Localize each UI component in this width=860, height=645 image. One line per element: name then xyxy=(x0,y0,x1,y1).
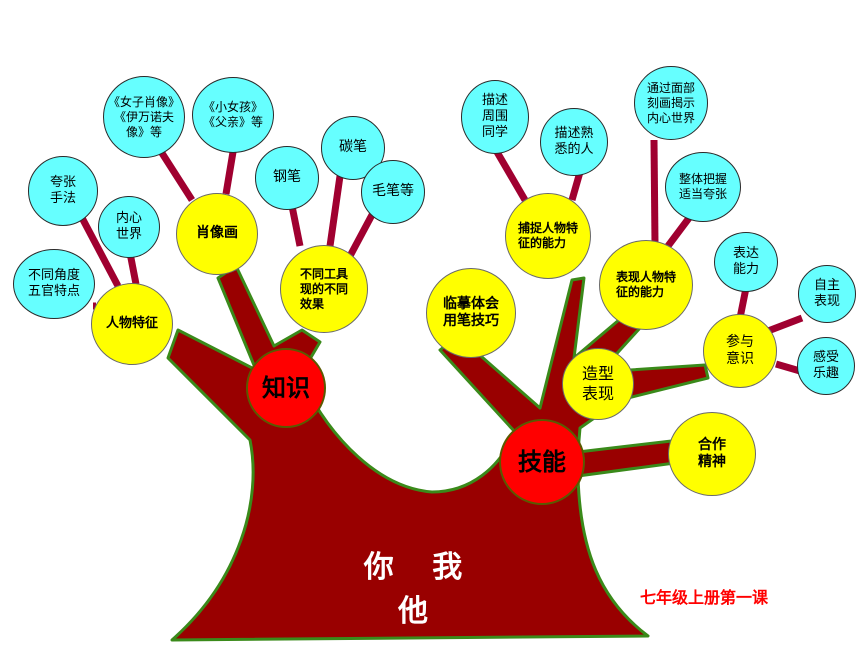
trunk-label: 你 我 他 xyxy=(363,550,477,629)
hub-skill: 技能 xyxy=(499,419,585,505)
leaf-works-2: 《小女孩》 《父亲》等 xyxy=(192,77,274,153)
node-cooperation: 合作 精神 xyxy=(668,412,756,496)
stick-works2 xyxy=(222,151,237,195)
stick-convey xyxy=(736,287,750,319)
leaf-angles-features: 不同角度 五官特点 xyxy=(13,249,95,319)
leaf-exaggerate: 夸张 手法 xyxy=(28,156,98,226)
leaf-grasp-exaggerate: 整体把握 适当夸张 xyxy=(665,152,741,222)
node-participation: 参与 意识 xyxy=(703,314,777,388)
node-express-ability: 表现人物特 征的能力 xyxy=(599,240,693,330)
stick-brush xyxy=(346,211,377,258)
lesson-label: 七年级上册第一课 xyxy=(640,588,769,607)
node-people-features: 人物特征 xyxy=(91,283,173,365)
stick-self-express xyxy=(766,314,804,335)
leaf-inner-world: 内心 世界 xyxy=(98,196,160,258)
leaf-reveal-inner: 通过面部 刻画揭示 内心世界 xyxy=(634,66,708,140)
leaf-brush: 毛笔等 xyxy=(361,160,425,224)
node-shape-expression: 造型 表现 xyxy=(562,348,634,420)
stick-exaggerate xyxy=(76,212,122,288)
stick-describe-classmates xyxy=(493,150,529,202)
stick-reveal xyxy=(650,139,659,245)
stick-pen xyxy=(288,205,304,247)
stick-feel xyxy=(775,360,801,375)
leaf-describe-familiar: 描述熟 悉的人 xyxy=(540,108,608,176)
connector-sticks xyxy=(76,139,804,375)
stick-grasp xyxy=(665,215,692,249)
stick-works1 xyxy=(157,148,195,202)
leaf-self-expression: 自主 表现 xyxy=(798,265,856,323)
leaf-convey-ability: 表达 能力 xyxy=(714,232,778,292)
node-copy-technique: 临摹体会 用笔技巧 xyxy=(426,268,516,358)
leaf-feel-fun: 感受 乐趣 xyxy=(797,337,855,395)
stick-describe-familiar xyxy=(568,171,584,201)
leaf-works-1: 《女子肖像》 《伊万诺夫 像》等 xyxy=(103,76,185,158)
stick-charcoal xyxy=(326,175,344,247)
hub-knowledge: 知识 xyxy=(246,348,326,428)
node-tools-effects: 不同工具 现的不同 效果 xyxy=(280,245,368,333)
leaf-pen: 钢笔 xyxy=(255,146,319,210)
leaf-describe-classmates: 描述 周围 同学 xyxy=(461,80,529,154)
node-capture-ability: 捕捉人物特 征的能力 xyxy=(505,193,591,279)
node-portrait: 肖像画 xyxy=(176,193,258,275)
stick-inner xyxy=(126,252,140,285)
